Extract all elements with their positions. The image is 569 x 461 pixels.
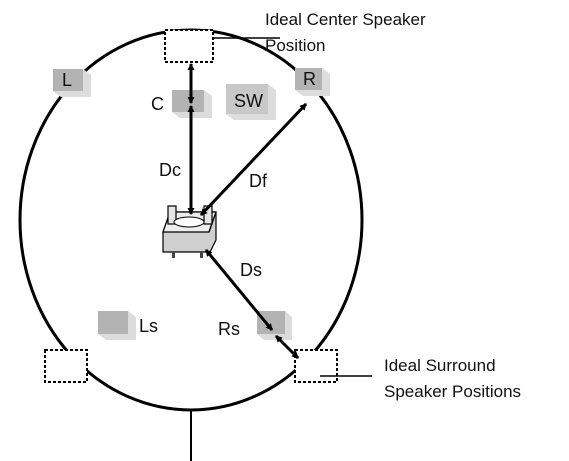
label-left-surround: Ls (139, 316, 158, 336)
speaker-right (295, 68, 330, 96)
speaker-left-surround (98, 311, 136, 340)
speaker-left (53, 69, 91, 97)
label-ds: Ds (240, 260, 262, 280)
ds-arrow (204, 249, 274, 331)
speaker-right-surround (257, 311, 292, 340)
annotation-ideal-center-line1: Ideal Center Speaker (265, 10, 426, 29)
label-right: R (303, 69, 316, 89)
annotation-ideal-surround-line1: Ideal Surround (384, 356, 496, 375)
ideal-center-position-box (164, 29, 214, 63)
label-df: Df (249, 171, 268, 191)
ideal-surround-position-left (44, 349, 88, 383)
annotation-ideal-center-line2: Position (265, 36, 325, 55)
rs-to-ideal-arrow (274, 334, 300, 360)
label-subwoofer: SW (234, 91, 263, 111)
annotation-ideal-surround-line2: Speaker Positions (384, 382, 521, 401)
ideal-surround-position-right (294, 349, 338, 383)
label-left: L (62, 70, 72, 90)
df-arrow (199, 102, 308, 217)
label-center: C (151, 94, 164, 114)
label-dc: Dc (159, 160, 181, 180)
label-right-surround: Rs (218, 319, 240, 339)
